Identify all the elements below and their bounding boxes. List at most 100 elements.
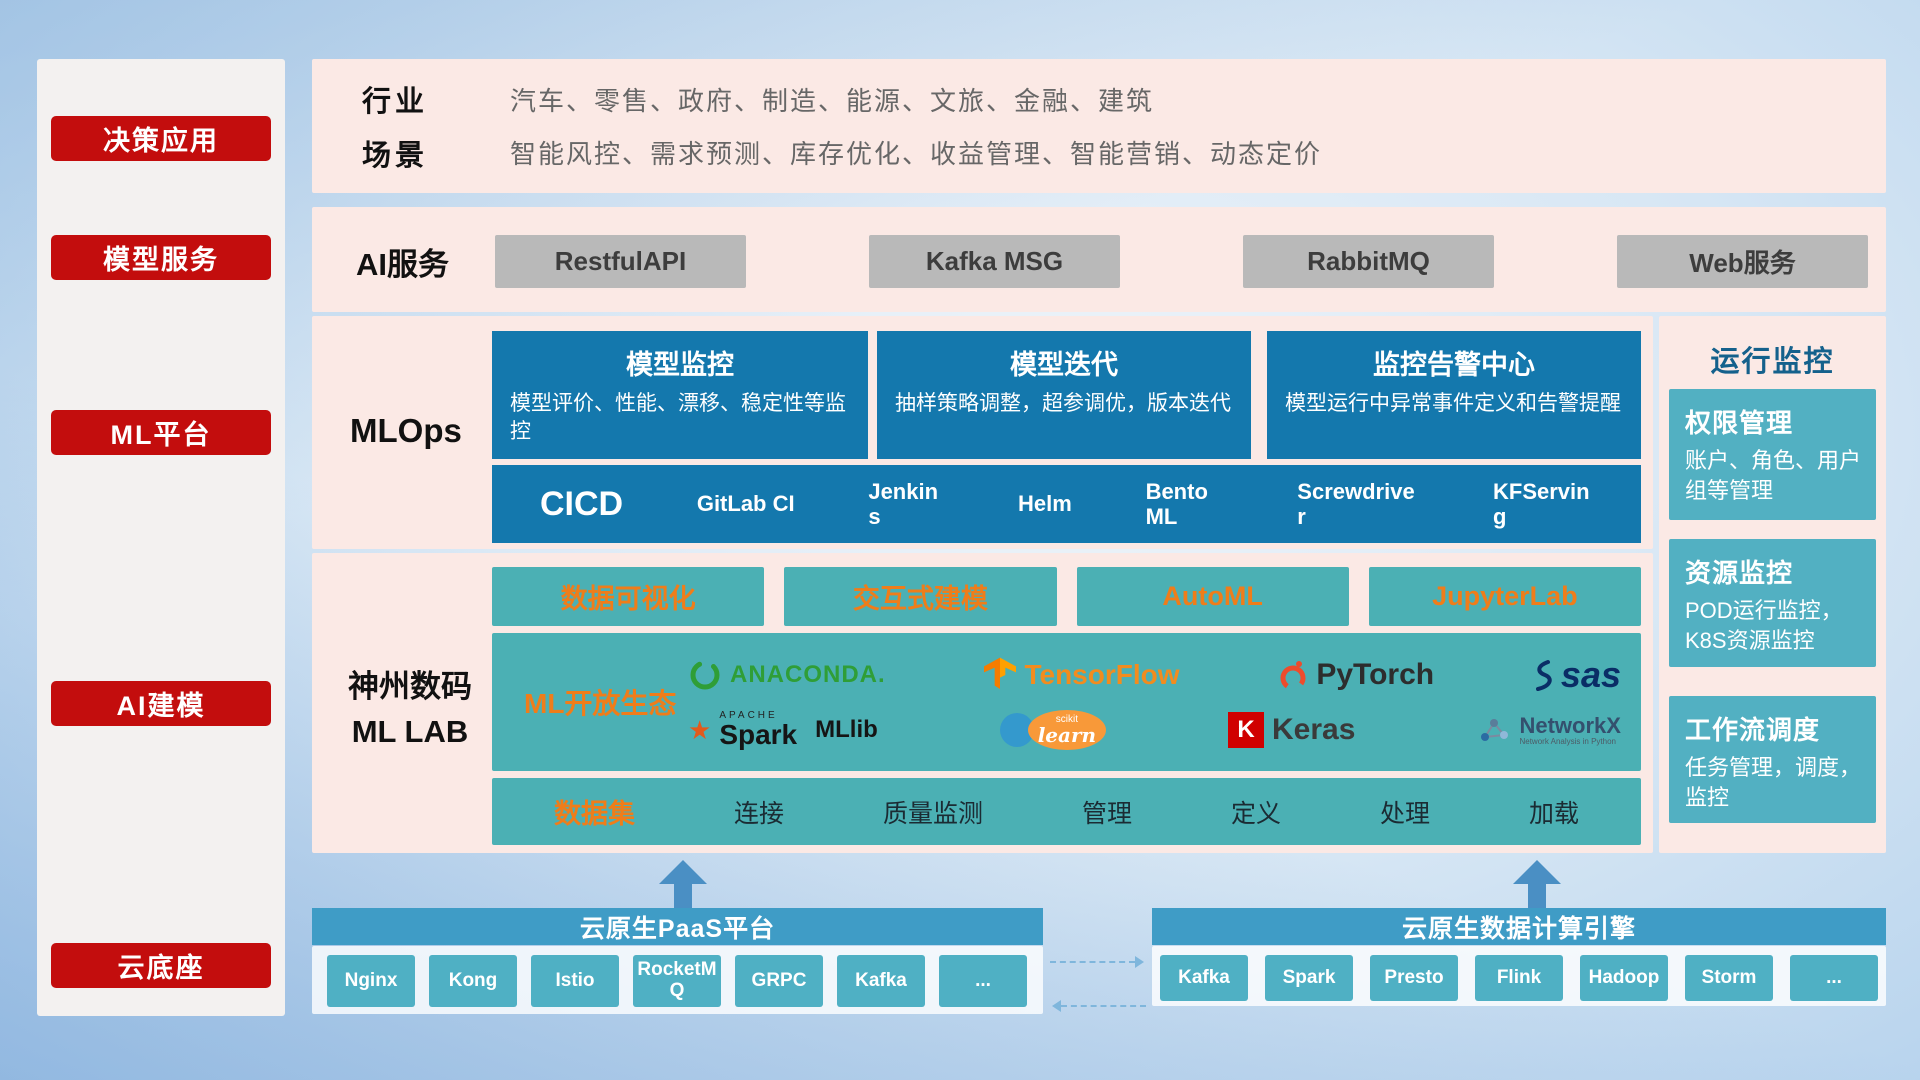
model-iteration-card: 模型迭代 抽样策略调整，超参调优，版本迭代 [877,331,1251,459]
scikit-orange-blob-icon: scikit learn [1027,710,1106,751]
arrow-head [1513,860,1561,884]
industry-scenario-band: 行业 汽车、零售、政府、制造、能源、文旅、金融、建筑 场景 智能风控、需求预测、… [312,59,1886,193]
runtime-monitoring-panel: 运行监控 权限管理 账户、角色、用户组等管理 资源监控 POD运行监控，K8S资… [1659,316,1886,853]
scenario-row: 场景 智能风控、需求预测、库存优化、收益管理、智能营销、动态定价 [312,132,1886,174]
alert-center-card: 监控告警中心 模型运行中异常事件定义和告警提醒 [1267,331,1641,459]
paas-item-kong: Kong [429,955,517,1007]
mllab-tools-row: 数据可视化 交互式建模 AutoML JupyterLab [492,567,1641,626]
paas-item-rocketmq: RocketMQ [633,955,721,1007]
networkx-text: NetworkX [1519,712,1621,738]
paas-header: 云原生PaaS平台 [312,908,1043,945]
card-desc: 抽样策略调整，超参调优，版本迭代 [895,392,1231,415]
rail-item-decision-app: 决策应用 [51,116,271,161]
cicd-item-screwdriver: Screwdriver [1297,478,1415,529]
industry-row: 行业 汽车、零售、政府、制造、能源、文旅、金融、建筑 [312,78,1886,120]
ecosystem-row-1: ANACONDA. TensorFlow [688,654,1621,696]
ecosystem-row-2: ★ APACHE Spark MLlib scikit learn [688,710,1621,751]
tensorflow-icon [984,657,1017,689]
pytorch-wordmark: PyTorch [1316,657,1435,691]
networkx-caption: Network Analysis in Python [1519,737,1616,746]
ai-service-rabbitmq: RabbitMQ [1243,235,1494,288]
industry-value: 汽车、零售、政府、制造、能源、文旅、金融、建筑 [510,85,1155,116]
scenario-label: 场景 [362,139,429,172]
mllab-band: 神州数码 ML LAB 数据可视化 交互式建模 AutoML JupyterLa… [312,553,1653,853]
dataset-item-process: 处理 [1379,799,1430,828]
apache-caption: APACHE [719,710,778,722]
keras-wordmark: Keras [1271,713,1356,747]
model-monitoring-card: 模型监控 模型评价、性能、漂移、稳定性等监控 [492,331,868,459]
keras-logo: K Keras [1227,712,1356,749]
engine-item-hadoop: Hadoop [1580,955,1668,1001]
anaconda-logo: ANACONDA. [688,658,886,692]
rail-item-cloud-base: 云底座 [51,943,271,988]
pytorch-icon [1280,660,1306,691]
networkx-wordmark: NetworkX Network Analysis in Python [1519,712,1621,747]
ecosystem-label: ML开放生态 [524,688,677,719]
cicd-item-bentoml: BentoML [1145,478,1208,529]
card-title: 资源监控 [1685,558,1794,588]
mlops-label: MLOps [350,412,462,449]
cicd-bar: CICD GitLab CI Jenkins Helm BentoML Scre… [492,465,1641,543]
paas-items-row: Nginx Kong Istio RocketMQ GRPC Kafka ... [327,955,1027,1007]
card-title: 模型迭代 [1010,350,1118,380]
scikit-caption: scikit [1055,714,1078,726]
sas-wordmark: sas [1560,653,1621,695]
card-title: 工作流调度 [1685,715,1821,745]
scenario-value: 智能风控、需求预测、库存优化、收益管理、智能营销、动态定价 [510,139,1323,170]
tool-automl: AutoML [1076,567,1349,626]
dashed-line [1061,1005,1146,1007]
resource-monitoring-card: 资源监控 POD运行监控，K8S资源监控 [1669,539,1876,667]
spark-wordmark: APACHE Spark [719,711,797,749]
ai-service-web: Web服务 [1617,235,1868,288]
cicd-label: CICD [540,484,624,523]
runtime-monitoring-title: 运行监控 [1710,346,1835,378]
rail-item-ai-modeling: AI建模 [51,681,271,726]
paas-item-grpc: GRPC [735,955,823,1007]
mllab-label-line2: ML LAB [351,713,469,749]
engine-items-row: Kafka Spark Presto Flink Hadoop Storm ..… [1160,955,1878,1001]
engine-item-storm: Storm [1685,955,1773,1001]
permission-management-card: 权限管理 账户、角色、用户组等管理 [1669,389,1876,520]
rail-item-ml-platform: ML平台 [51,410,271,455]
keras-icon: K [1227,712,1264,749]
engine-item-presto: Presto [1370,955,1458,1001]
mllab-label-line1: 神州数码 [348,669,472,704]
dashed-arrow-left [1052,1000,1146,1012]
tensorflow-logo: TensorFlow [984,657,1180,693]
arrow-head-right [1135,956,1144,968]
dashed-arrow-right [1050,956,1144,968]
ai-service-label: AI服务 [356,247,449,282]
card-desc: 账户、角色、用户组等管理 [1685,448,1862,503]
left-rail: 决策应用 模型服务 ML平台 AI建模 云底座 [37,59,285,1016]
up-arrow-paas [659,860,707,908]
anaconda-icon [690,660,720,690]
card-desc: POD运行监控，K8S资源监控 [1685,598,1843,653]
arrow-shaft [674,884,692,908]
workflow-scheduling-card: 工作流调度 任务管理，调度，监控 [1669,696,1876,823]
tool-jupyterlab: JupyterLab [1368,567,1641,626]
cicd-item-helm: Helm [1018,491,1072,516]
engine-item-more: ... [1790,955,1878,1001]
mllib-wordmark: MLlib [815,716,878,744]
dataset-item-connect: 连接 [733,799,784,828]
dataset-item-manage: 管理 [1081,799,1132,828]
networkx-icon [1481,719,1509,742]
ai-service-kafka-msg: Kafka MSG [869,235,1120,288]
up-arrow-engine [1513,860,1561,908]
tensorflow-wordmark: TensorFlow [1024,658,1180,690]
rail-item-model-service: 模型服务 [51,235,271,280]
card-title: 监控告警中心 [1373,350,1535,380]
pytorch-logo: PyTorch [1278,657,1434,693]
paas-item-more: ... [939,955,1027,1007]
cicd-item-kfserving: KFServing [1493,478,1590,529]
arrow-head [659,860,707,884]
industry-label: 行业 [362,86,429,119]
dataset-label: 数据集 [554,799,635,829]
dashed-line [1050,961,1135,963]
card-title: 模型监控 [626,350,734,380]
card-desc: 模型运行中异常事件定义和告警提醒 [1285,392,1621,415]
dataset-item-load: 加载 [1528,799,1579,828]
mlops-band: MLOps 模型监控 模型评价、性能、漂移、稳定性等监控 模型迭代 抽样策略调整… [312,316,1653,549]
sas-icon [1535,659,1552,691]
